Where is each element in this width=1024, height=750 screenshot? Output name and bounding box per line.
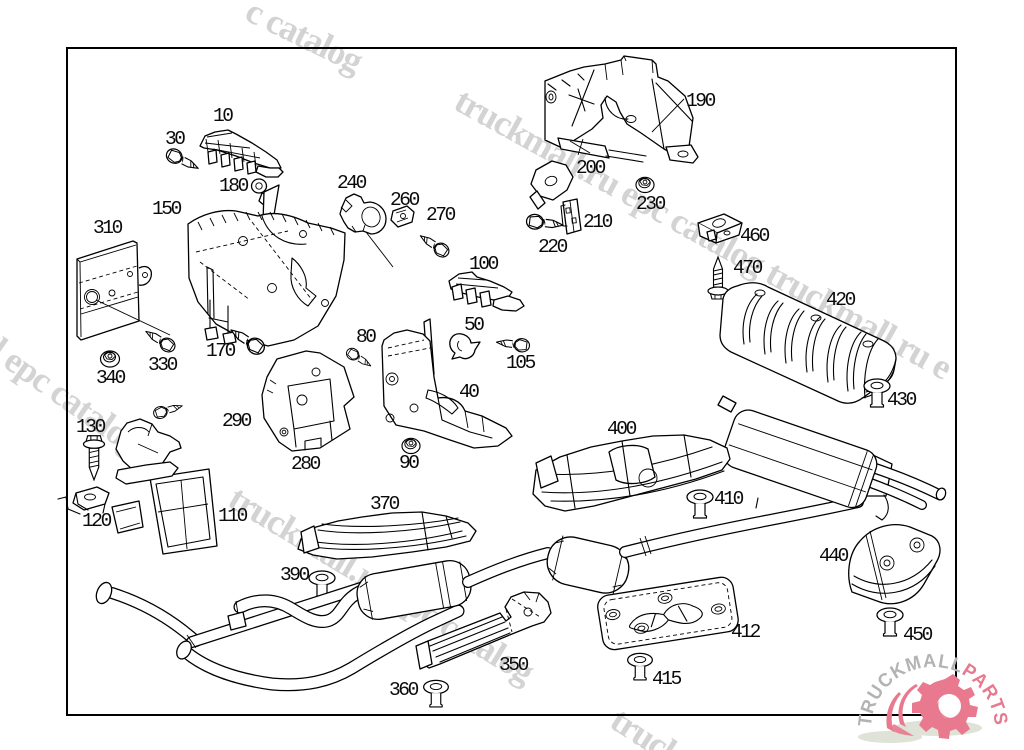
svg-text:50: 50 (464, 314, 484, 336)
svg-text:390: 390 (280, 564, 310, 586)
svg-text:260: 260 (390, 189, 420, 211)
svg-text:290: 290 (222, 410, 252, 432)
svg-text:430: 430 (887, 389, 917, 411)
svg-text:170: 170 (206, 340, 236, 362)
svg-text:240: 240 (337, 172, 367, 194)
svg-text:150: 150 (152, 198, 182, 220)
svg-text:40: 40 (459, 381, 479, 403)
svg-text:470: 470 (733, 257, 763, 279)
svg-text:120: 120 (82, 510, 112, 532)
svg-text:350: 350 (499, 654, 529, 676)
svg-text:220: 220 (538, 236, 568, 258)
svg-text:420: 420 (826, 289, 856, 311)
svg-text:410: 410 (714, 488, 744, 510)
svg-text:310: 310 (93, 217, 123, 239)
svg-text:180: 180 (219, 175, 249, 197)
svg-text:105: 105 (506, 352, 536, 374)
svg-text:360: 360 (389, 679, 419, 701)
svg-text:412: 412 (731, 621, 761, 643)
svg-text:330: 330 (148, 354, 178, 376)
svg-text:440: 440 (819, 545, 849, 567)
svg-text:130: 130 (76, 416, 106, 438)
svg-text:460: 460 (740, 225, 770, 247)
svg-text:280: 280 (291, 453, 321, 475)
svg-text:190: 190 (686, 90, 716, 112)
svg-text:270: 270 (426, 204, 456, 226)
svg-text:90: 90 (399, 452, 419, 474)
svg-text:10: 10 (213, 105, 233, 127)
svg-text:30: 30 (165, 128, 185, 150)
svg-text:80: 80 (356, 326, 376, 348)
svg-text:110: 110 (218, 505, 248, 527)
svg-text:230: 230 (636, 193, 666, 215)
svg-text:200: 200 (576, 157, 606, 179)
svg-text:210: 210 (583, 211, 613, 233)
svg-text:415: 415 (652, 668, 682, 690)
svg-text:340: 340 (96, 367, 126, 389)
svg-text:370: 370 (370, 493, 400, 515)
svg-text:400: 400 (607, 418, 637, 440)
svg-text:450: 450 (903, 624, 933, 646)
svg-text:100: 100 (469, 253, 499, 275)
